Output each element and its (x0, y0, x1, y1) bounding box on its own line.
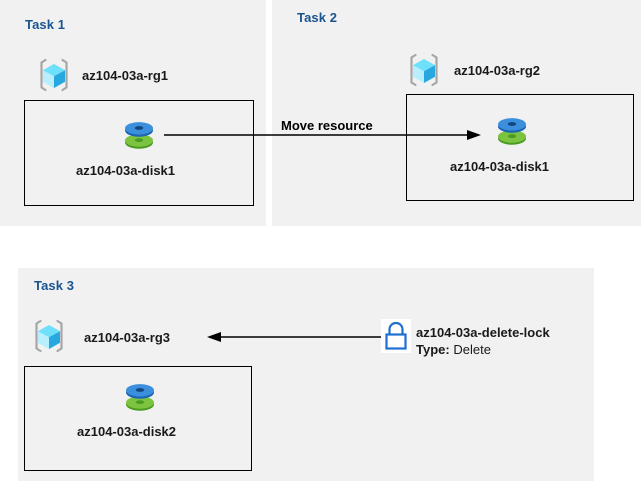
lock-type-row: Type: Delete (416, 342, 491, 357)
disk-label: az104-03a-disk1 (76, 163, 176, 178)
delete-lock-arrow (207, 330, 385, 344)
managed-disk-icon (120, 376, 160, 418)
managed-disk-icon (119, 114, 159, 156)
panel-title-task-1: Task 1 (25, 17, 66, 32)
disk-label: az104-03a-disk2 (77, 424, 177, 439)
lock-type-value: Delete (453, 342, 491, 357)
resource-group-label: az104-03a-rg1 (82, 68, 168, 83)
resource-group-label: az104-03a-rg2 (454, 63, 540, 78)
padlock-icon (381, 319, 411, 353)
move-resource-label: Move resource (281, 118, 373, 133)
resource-group-boundary-rg3 (24, 366, 252, 471)
move-resource-arrow (164, 128, 482, 142)
resource-group-cube-icon (36, 57, 72, 93)
panel-title-task-3: Task 3 (34, 278, 75, 293)
lock-name-label: az104-03a-delete-lock (416, 325, 550, 340)
resource-group-label: az104-03a-rg3 (84, 330, 170, 345)
resource-group-boundary-rg1 (24, 100, 254, 206)
panel-title-task-2: Task 2 (297, 10, 338, 25)
disk-label: az104-03a-disk1 (450, 159, 550, 174)
resource-group-boundary-rg2 (406, 94, 634, 201)
resource-group-cube-icon (406, 52, 442, 88)
managed-disk-icon (492, 110, 532, 152)
lock-type-key: Type: (416, 342, 450, 357)
resource-group-cube-icon (31, 318, 67, 354)
